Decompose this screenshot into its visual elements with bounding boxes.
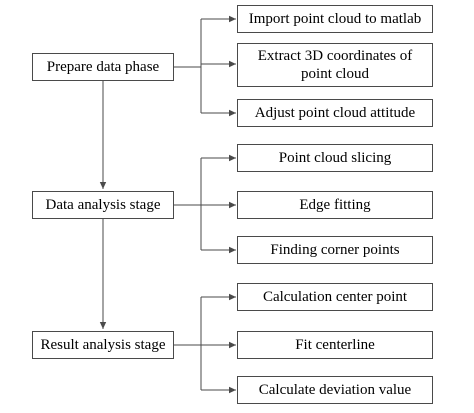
- step-point-cloud-slicing: Point cloud slicing: [237, 144, 433, 172]
- step-calculate-deviation: Calculate deviation value: [237, 376, 433, 404]
- step-import-point-cloud: Import point cloud to matlab: [237, 5, 433, 33]
- stage-3-connectors: [174, 293, 236, 394]
- step-fit-centerline: Fit centerline: [237, 331, 433, 359]
- step-extract-3d-coordinates: Extract 3D coordinates of point cloud: [237, 43, 433, 87]
- stage-box-data-analysis: Data analysis stage: [32, 191, 174, 219]
- step-calculation-center-point: Calculation center point: [237, 283, 433, 311]
- stage-box-result-analysis: Result analysis stage: [32, 331, 174, 359]
- step-edge-fitting: Edge fitting: [237, 191, 433, 219]
- stage-box-prepare-data: Prepare data phase: [32, 53, 174, 81]
- stage-1-connectors: [174, 15, 236, 117]
- step-adjust-attitude: Adjust point cloud attitude: [237, 99, 433, 127]
- step-finding-corner-points: Finding corner points: [237, 236, 433, 264]
- stage-2-connectors: [174, 154, 236, 254]
